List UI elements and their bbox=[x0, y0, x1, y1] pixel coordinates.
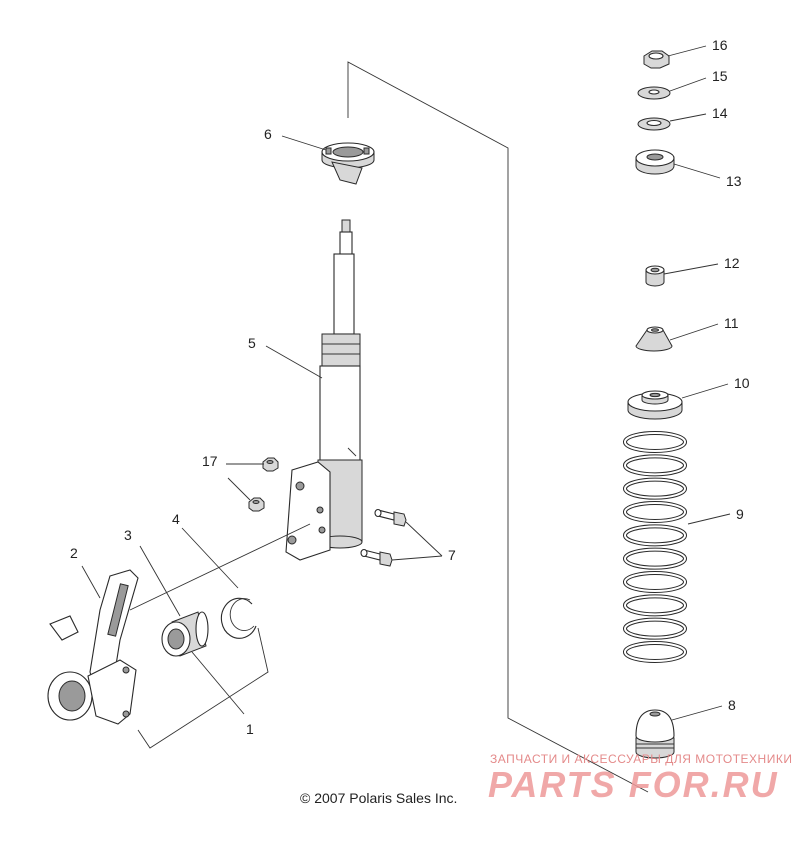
callout-11: 11 bbox=[724, 315, 739, 331]
part-14-washer bbox=[637, 117, 671, 131]
leader-14 bbox=[669, 113, 707, 122]
leader-16 bbox=[667, 45, 707, 57]
callout-2: 2 bbox=[70, 545, 78, 561]
callout-14: 14 bbox=[712, 105, 728, 121]
part-6-upper-mount bbox=[321, 142, 375, 185]
leader-4 bbox=[181, 527, 239, 589]
part-8-bump-stop bbox=[635, 709, 675, 759]
watermark-brand-logo: PARTS FOR.RU bbox=[488, 764, 779, 805]
part-11-cone bbox=[635, 326, 673, 352]
strut-to-knuckle-line bbox=[129, 523, 311, 611]
callout-3: 3 bbox=[124, 527, 132, 543]
part-15-washer bbox=[637, 86, 671, 100]
callout-7: 7 bbox=[448, 547, 456, 563]
callout-17: 17 bbox=[202, 453, 218, 469]
leader-17b bbox=[227, 477, 251, 501]
leader-1 bbox=[191, 651, 245, 715]
callout-9: 9 bbox=[736, 506, 744, 522]
callout-16: 16 bbox=[712, 37, 728, 53]
part-5-strut bbox=[285, 219, 363, 561]
part-2-steering-knuckle bbox=[47, 569, 139, 725]
leader-1-bracket bbox=[137, 627, 269, 749]
part-7-bolt-lower bbox=[360, 548, 393, 567]
assembly-bracket-line bbox=[347, 61, 649, 793]
watermark-tagline: ЗАПЧАСТИ И АКСЕССУАРЫ ДЛЯ МОТОТЕХНИКИ bbox=[490, 752, 793, 766]
leader-6 bbox=[281, 135, 327, 151]
part-13-bushing bbox=[635, 149, 675, 175]
callout-1: 1 bbox=[246, 721, 254, 737]
part-3-bearing bbox=[161, 611, 209, 657]
spring-coil-highlight bbox=[624, 548, 686, 569]
callout-15: 15 bbox=[712, 68, 728, 84]
leader-11 bbox=[669, 323, 719, 341]
part-17-nut-lower bbox=[248, 497, 265, 512]
leader-13 bbox=[673, 163, 721, 179]
part-16-nut bbox=[643, 50, 670, 69]
spring-coil-highlight bbox=[624, 595, 686, 616]
leader-9 bbox=[687, 513, 731, 525]
leader-5 bbox=[265, 345, 323, 379]
callout-12: 12 bbox=[724, 255, 740, 271]
spring-coil-highlight bbox=[624, 618, 686, 639]
part-7-bolt-upper bbox=[374, 508, 407, 527]
leader-2 bbox=[81, 565, 101, 599]
callout-8: 8 bbox=[728, 697, 736, 713]
callout-4: 4 bbox=[172, 511, 180, 527]
callout-13: 13 bbox=[726, 173, 742, 189]
spring-coil-highlight bbox=[624, 478, 686, 499]
leader-10 bbox=[681, 383, 729, 399]
copyright-text: © 2007 Polaris Sales Inc. bbox=[300, 790, 458, 806]
leader-3 bbox=[139, 545, 181, 617]
spring-coil-highlight bbox=[624, 432, 686, 452]
leader-8 bbox=[671, 705, 723, 721]
leader-15 bbox=[669, 77, 707, 92]
spring-coil-highlight bbox=[624, 572, 686, 592]
leader-12 bbox=[663, 263, 719, 275]
part-12-spacer bbox=[645, 265, 665, 287]
part-17-nut-upper bbox=[262, 457, 279, 472]
part-10-spring-seat bbox=[627, 390, 683, 420]
spring-coil-highlight bbox=[624, 502, 686, 522]
spring-coil-highlight bbox=[624, 642, 686, 662]
part-4-snap-ring bbox=[220, 597, 257, 639]
callout-6: 6 bbox=[264, 126, 272, 142]
part-9-coil-spring bbox=[623, 431, 687, 663]
callout-5: 5 bbox=[248, 335, 256, 351]
callout-10: 10 bbox=[734, 375, 750, 391]
spring-coil-highlight bbox=[624, 455, 686, 476]
spring-coil-highlight bbox=[624, 525, 686, 546]
leader-7b bbox=[391, 555, 443, 561]
leader-7a bbox=[405, 521, 443, 557]
